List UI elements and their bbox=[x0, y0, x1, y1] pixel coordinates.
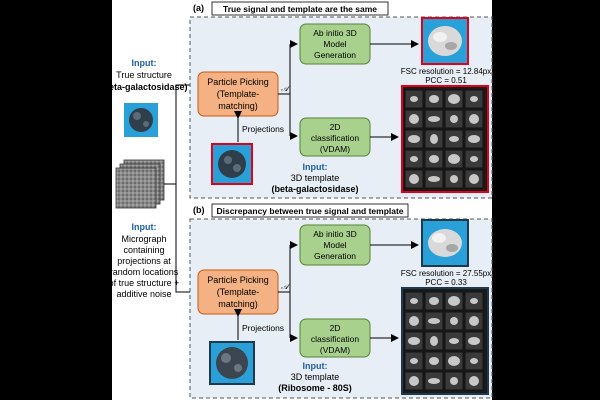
class-average-particle bbox=[428, 176, 440, 182]
class-average-particle bbox=[429, 297, 439, 305]
class-average-particle bbox=[448, 296, 460, 306]
panel-b-picking-line3: matching) bbox=[218, 299, 258, 309]
class-average-particle bbox=[468, 337, 480, 345]
panel-b-fsc: FSC resolution = 27.55px bbox=[401, 269, 492, 278]
panel-a-pcc: PCC = 0.51 bbox=[425, 76, 467, 85]
class-average-particle bbox=[410, 156, 418, 162]
class-average-particle bbox=[469, 114, 479, 124]
true-structure-blob bbox=[129, 108, 153, 132]
class-average-particle bbox=[408, 337, 420, 345]
panel-b-pcc: PCC = 0.33 bbox=[425, 278, 467, 287]
class-average-particle bbox=[408, 135, 420, 143]
panel-a-class-line1: 2D bbox=[330, 122, 341, 132]
panel-b-symbol: 𝒜 bbox=[281, 282, 291, 291]
panel-a-abinitio-line1: Ab initio 3D bbox=[313, 28, 356, 38]
class-average-particle bbox=[429, 95, 439, 103]
panel-b-class-grid bbox=[404, 291, 484, 391]
micrograph-input-label: Input: bbox=[132, 222, 157, 232]
panel-a-template-line1: 3D template bbox=[291, 173, 340, 183]
panel-a-projections-label: Projections bbox=[242, 124, 284, 134]
connector-to-panel-a bbox=[164, 81, 199, 185]
class-average-particle bbox=[469, 316, 479, 326]
class-average-particle bbox=[428, 378, 440, 384]
class-average-particle bbox=[428, 318, 440, 324]
panel-b-class-line1: 2D bbox=[330, 323, 341, 333]
class-average-particle bbox=[450, 175, 458, 183]
panel-b-picking-line2: (Template- bbox=[217, 287, 260, 297]
panel-a-picking-line1: Particle Picking bbox=[207, 77, 269, 87]
micrograph-desc-1: Micrograph bbox=[121, 234, 166, 244]
panel-b-abinitio-line3: Generation bbox=[314, 251, 356, 261]
class-average-particle bbox=[448, 356, 460, 366]
panel-b-template-line2: (Ribosome - 80S) bbox=[278, 383, 352, 393]
class-average-particle bbox=[410, 298, 418, 304]
panel-a-template-input-label: Input: bbox=[303, 162, 328, 172]
class-average-particle bbox=[450, 317, 458, 325]
class-average-particle bbox=[450, 115, 458, 123]
panel-a-abinitio-line3: Generation bbox=[314, 50, 356, 60]
class-average-particle bbox=[409, 316, 419, 326]
class-average-particle bbox=[410, 358, 418, 364]
class-average-particle bbox=[429, 357, 439, 365]
panel-a-fsc: FSC resolution = 12.84px bbox=[401, 67, 492, 76]
panel-a-class-line3: (VDAM) bbox=[320, 144, 350, 154]
class-average-particle bbox=[470, 156, 478, 162]
structure-name-line2: (beta-galactosidase) bbox=[100, 82, 187, 92]
panel-b-class-line2: classification bbox=[311, 334, 359, 344]
panel-b-abinitio-line1: Ab initio 3D bbox=[313, 229, 356, 239]
panel-a-heading-box bbox=[211, 1, 389, 16]
class-average-particle bbox=[469, 174, 479, 184]
panel-a-class-grid bbox=[404, 89, 484, 189]
micrograph-desc-4: random locations bbox=[110, 267, 179, 277]
class-average-particle bbox=[468, 135, 480, 143]
left-input-column: Input: True structure (beta-galactosidas… bbox=[100, 58, 187, 299]
micrograph-desc-2: containing bbox=[123, 245, 164, 255]
class-average-particle bbox=[449, 136, 459, 142]
panel-a-picking-line3: matching) bbox=[218, 101, 258, 111]
class-average-particle bbox=[410, 96, 418, 102]
panel-a-letter: (a) bbox=[193, 3, 204, 13]
panel-b-template-input-label: Input: bbox=[303, 361, 328, 371]
panel-b-abinitio-line2: Model bbox=[323, 240, 346, 250]
class-average-particle bbox=[429, 155, 439, 163]
class-average-particle bbox=[470, 96, 478, 102]
structure-input-label: Input: bbox=[132, 58, 157, 68]
class-average-particle bbox=[430, 336, 438, 346]
micrograph-desc-6: additive noise bbox=[116, 289, 171, 299]
class-average-particle bbox=[428, 116, 440, 122]
panel-b-heading: Discrepancy between true signal and temp… bbox=[216, 206, 403, 216]
panel-b-picking-line1: Particle Picking bbox=[207, 275, 269, 285]
panel-a-heading: True signal and template are the same bbox=[223, 4, 377, 14]
panel-b: (b) Discrepancy between true signal and … bbox=[189, 203, 493, 399]
panel-a: (a) True signal and template are the sam… bbox=[189, 1, 493, 199]
class-average-particle bbox=[448, 154, 460, 164]
micrograph-stack-front bbox=[115, 167, 157, 209]
panel-a-abinitio-line2: Model bbox=[323, 39, 346, 49]
panel-b-class-line3: (VDAM) bbox=[320, 345, 350, 355]
structure-name-line1: True structure bbox=[116, 70, 172, 80]
panel-b-projections-label: Projections bbox=[242, 323, 284, 333]
panel-b-heading-box bbox=[211, 203, 409, 218]
class-average-particle bbox=[470, 298, 478, 304]
class-average-particle bbox=[470, 358, 478, 364]
class-average-particle bbox=[448, 94, 460, 104]
class-average-particle bbox=[449, 338, 459, 344]
micrograph-desc-3: projections at bbox=[117, 256, 171, 266]
class-average-particle bbox=[450, 377, 458, 385]
micrograph-desc-5: of true structure + bbox=[109, 278, 180, 288]
panel-a-picking-line2: (Template- bbox=[217, 89, 260, 99]
panel-b-template-line1: 3D template bbox=[291, 372, 340, 382]
class-average-particle bbox=[469, 376, 479, 386]
panel-a-template-line2: (beta-galactosidase) bbox=[271, 184, 358, 194]
class-average-particle bbox=[409, 174, 419, 184]
class-average-particle bbox=[409, 114, 419, 124]
panel-a-symbol: 𝒜 bbox=[281, 84, 291, 93]
panel-a-class-line2: classification bbox=[311, 133, 359, 143]
panel-b-letter: (b) bbox=[193, 205, 205, 215]
class-average-particle bbox=[430, 134, 438, 144]
class-average-particle bbox=[409, 376, 419, 386]
